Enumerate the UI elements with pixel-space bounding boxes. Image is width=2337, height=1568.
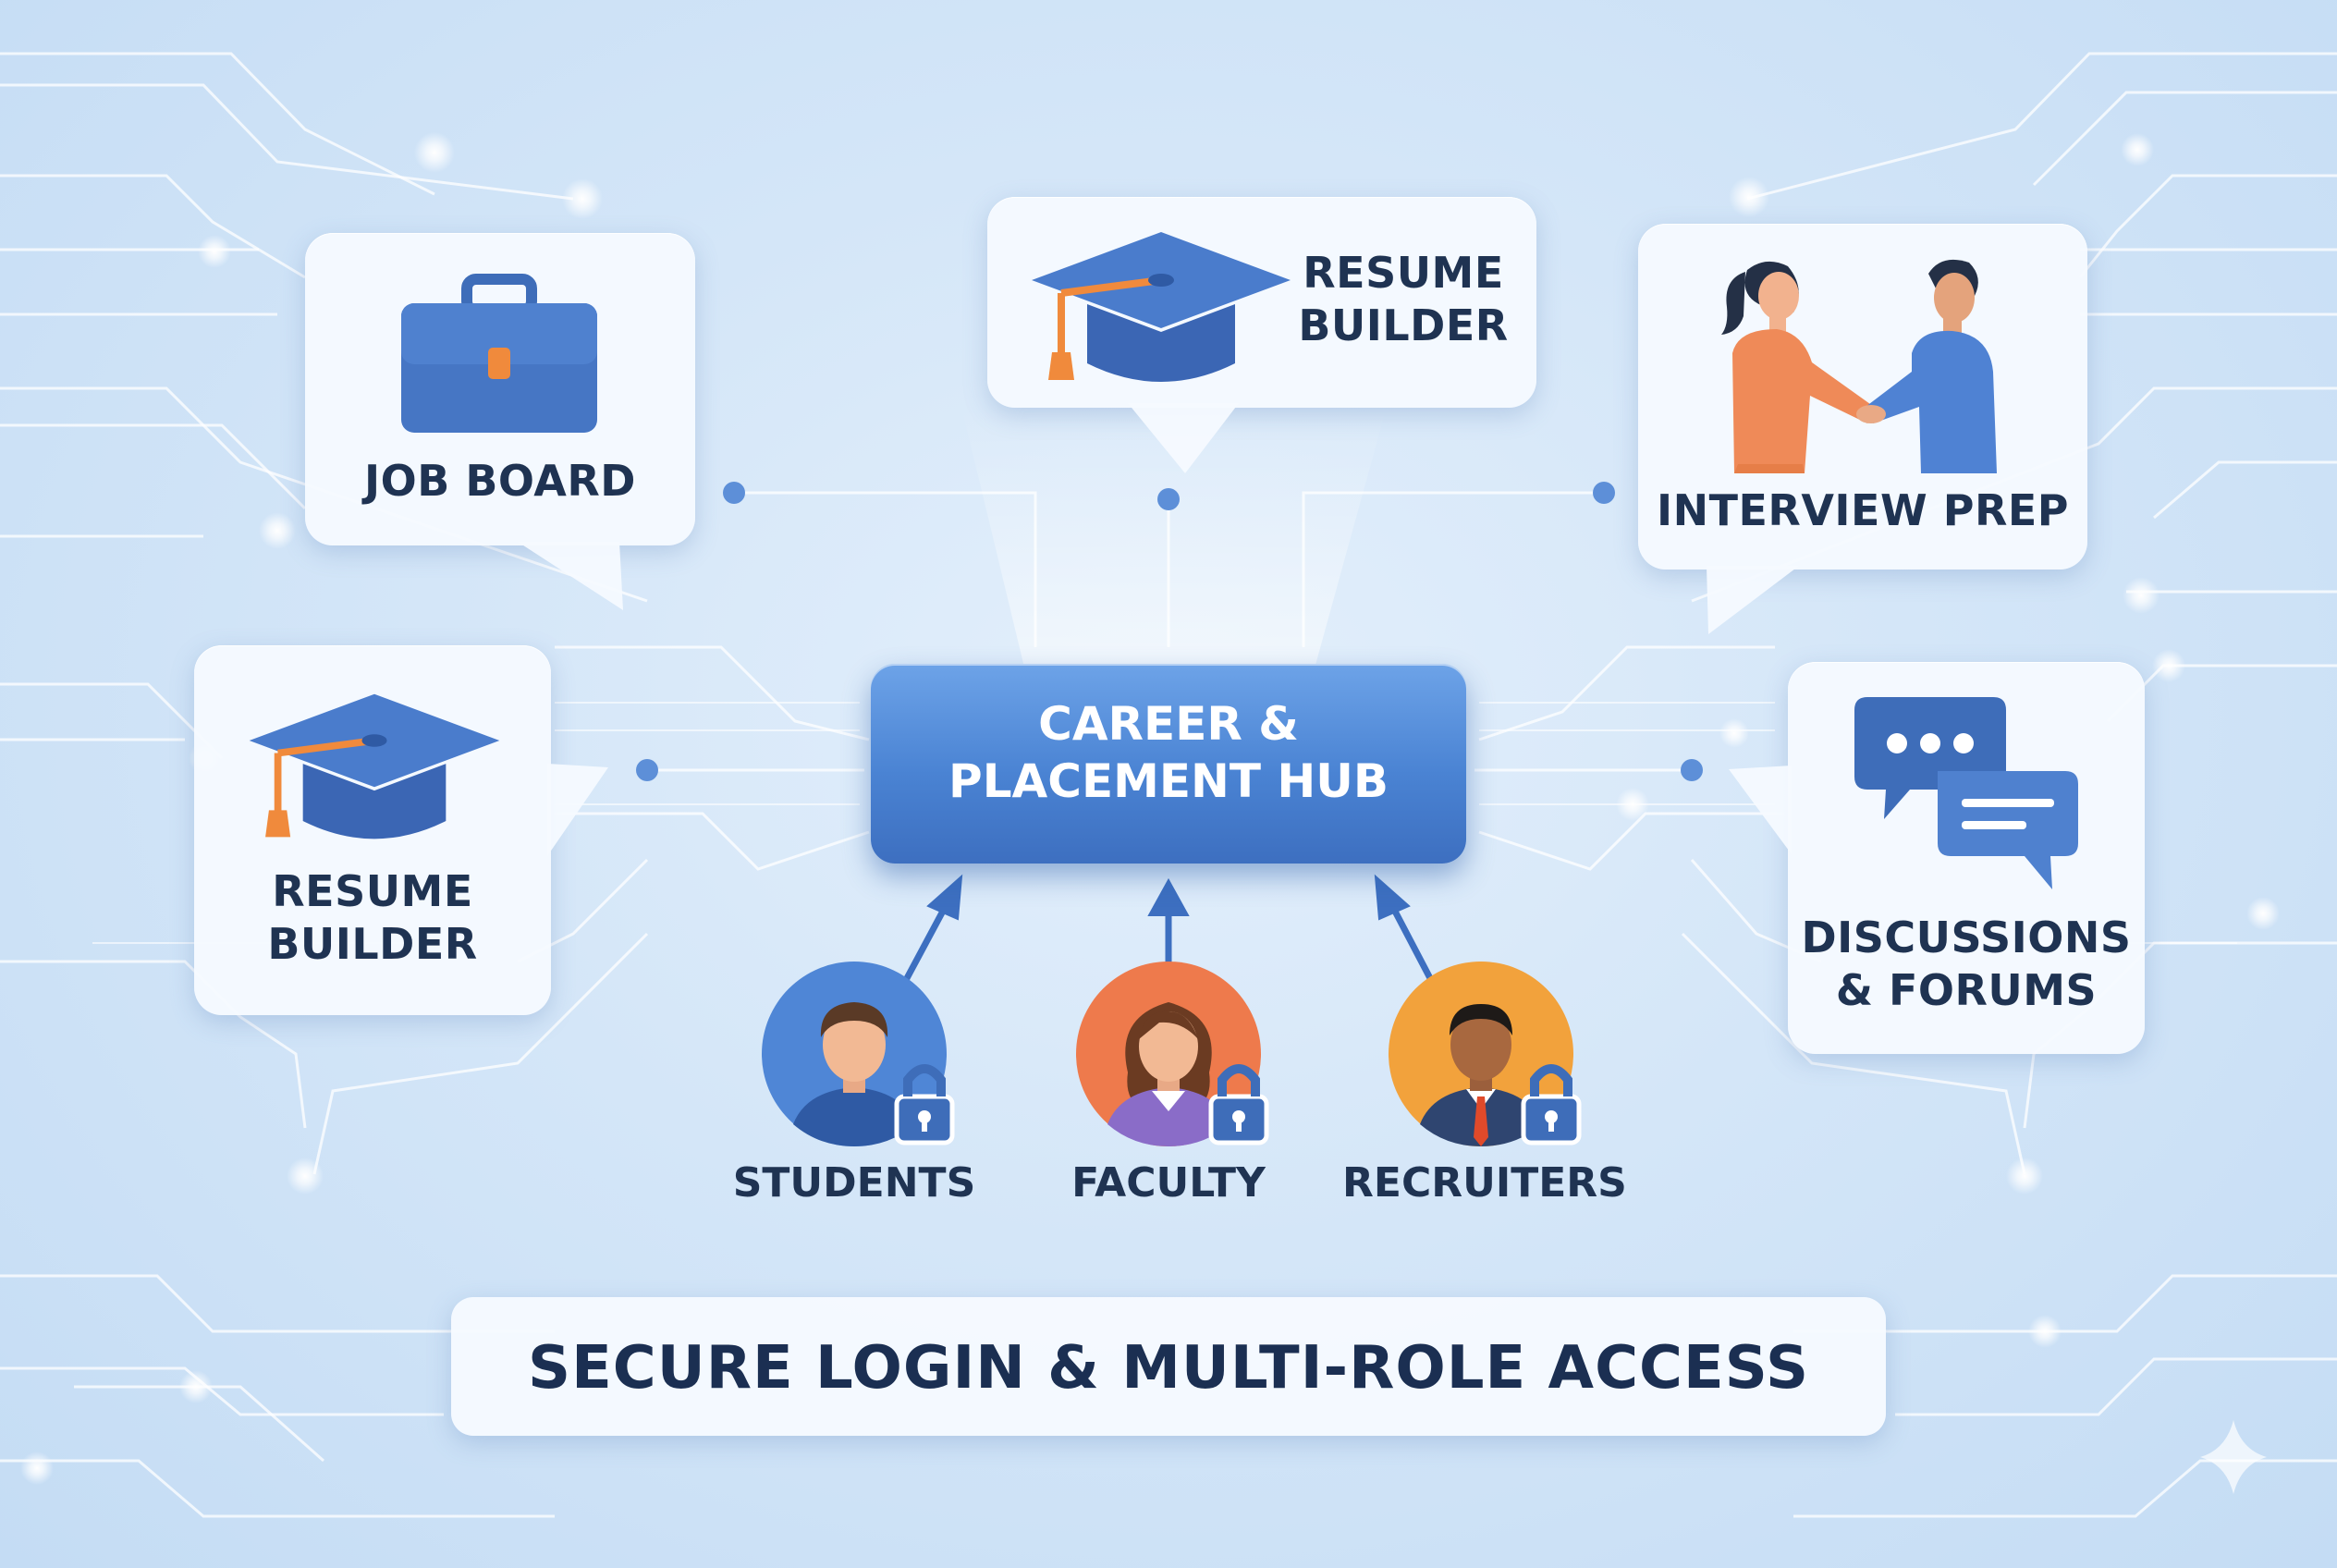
lock-icon	[894, 1064, 955, 1145]
discussions-pointer	[1729, 766, 1792, 854]
resume-builder-top-card[interactable]: RESUME BUILDER	[987, 197, 1536, 408]
role-students-label: STUDENTS	[732, 1159, 976, 1207]
hub-title-line-1: CAREER &	[1038, 697, 1299, 751]
faculty-avatar-icon[interactable]	[1074, 962, 1278, 1156]
job-board-card[interactable]: JOB BOARD	[305, 233, 695, 545]
secure-login-banner: SECURE LOGIN & MULTI-ROLE ACCESS	[451, 1297, 1886, 1436]
recruiter-avatar-icon[interactable]	[1387, 962, 1590, 1156]
resume-left-pointer	[547, 764, 608, 856]
role-faculty-label: FACULTY	[1071, 1159, 1266, 1207]
graduation-cap-icon	[1032, 232, 1291, 382]
interview-prep-label: INTERVIEW PREP	[1657, 485, 2069, 535]
job-board-pointer	[518, 542, 623, 610]
discussions-label-1: DISCUSSIONS	[1801, 913, 2132, 962]
career-placement-hub[interactable]: CAREER & PLACEMENT HUB	[871, 664, 1466, 864]
lock-icon	[1521, 1064, 1582, 1145]
handshake-icon	[1721, 259, 1997, 473]
resume-top-pointer	[1128, 403, 1239, 473]
interview-pointer	[1707, 566, 1799, 634]
briefcase-icon	[401, 274, 597, 433]
chat-bubbles-icon	[1854, 697, 2078, 889]
secure-login-label: SECURE LOGIN & MULTI-ROLE ACCESS	[527, 1334, 1810, 1403]
resume-builder-top-label-1: RESUME	[1303, 248, 1504, 298]
job-board-label: JOB BOARD	[364, 456, 636, 506]
role-recruiters-label: RECRUITERS	[1342, 1159, 1627, 1207]
resume-builder-top-label-2: BUILDER	[1298, 300, 1509, 350]
resume-builder-left-card[interactable]: RESUME BUILDER	[194, 645, 551, 1015]
hub-title-line-2: PLACEMENT HUB	[948, 754, 1389, 808]
resume-builder-left-label-1: RESUME	[272, 866, 473, 916]
lock-icon	[1208, 1064, 1269, 1145]
discussions-label-2: & FORUMS	[1835, 965, 2098, 1015]
resume-builder-left-label-2: BUILDER	[267, 919, 478, 969]
discussions-card[interactable]: DISCUSSIONS & FORUMS	[1788, 662, 2145, 1054]
interview-prep-card[interactable]: INTERVIEW PREP	[1638, 224, 2087, 570]
graduation-cap-icon	[249, 693, 500, 839]
student-avatar-icon[interactable]	[760, 962, 963, 1156]
